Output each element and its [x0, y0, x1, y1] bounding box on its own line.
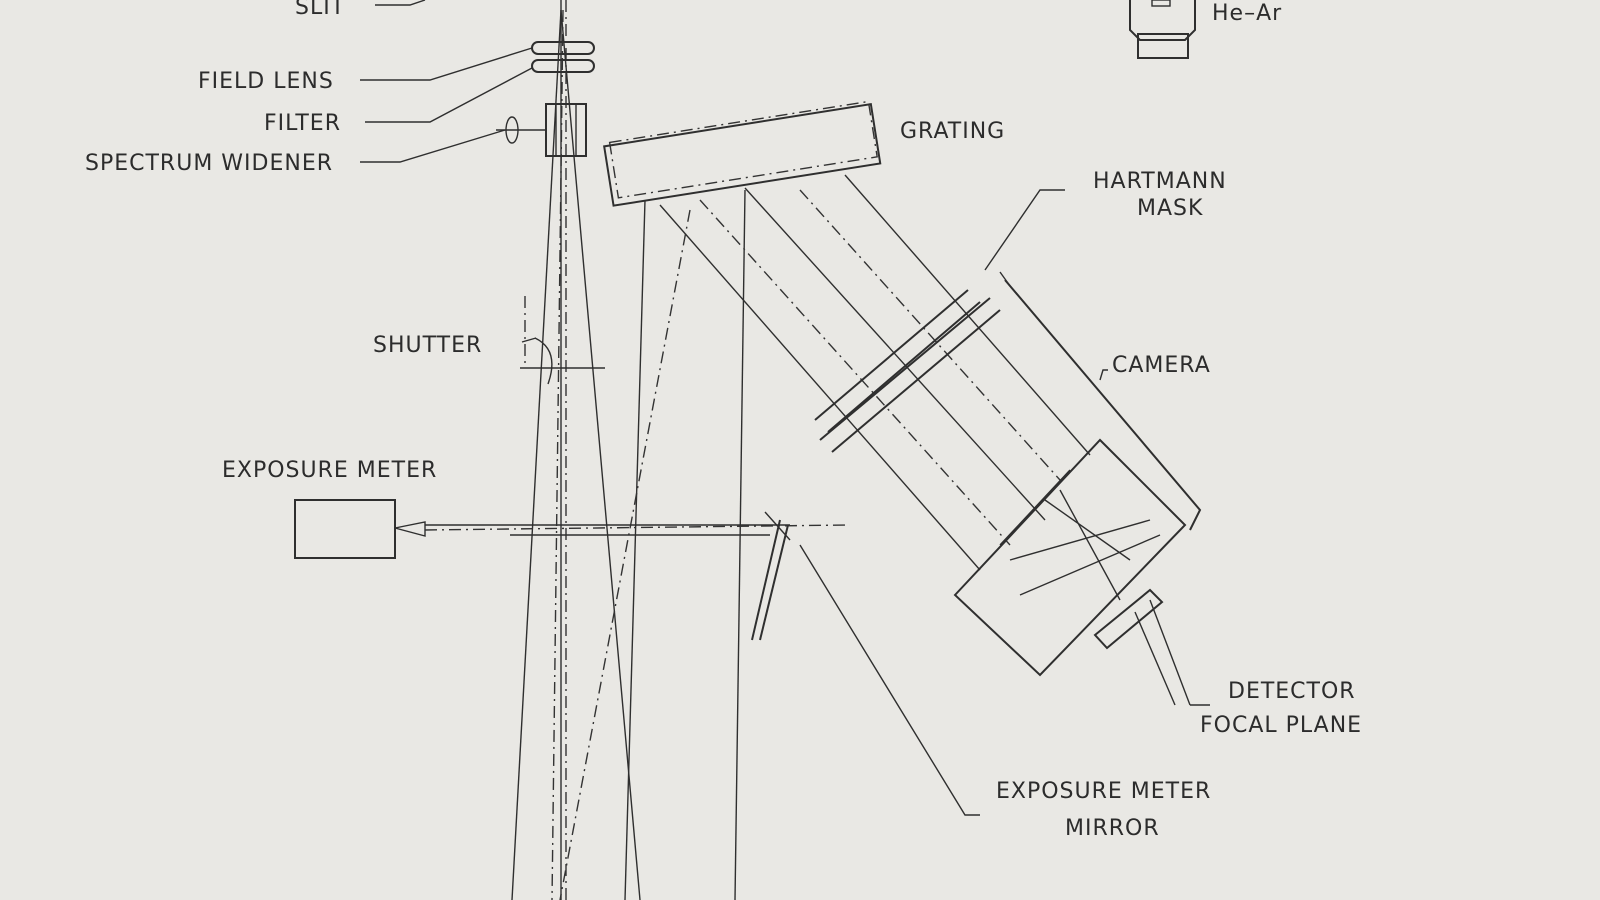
exposure-meter-label: EXPOSURE METER	[222, 458, 437, 483]
shutter-label: SHUTTER	[373, 333, 482, 358]
spectrum-widener-label: SPECTRUM WIDENER	[85, 151, 333, 176]
leader-lines	[360, 0, 1210, 816]
lamp-element	[1129, 0, 1196, 59]
field-lens-label: FIELD LENS	[198, 69, 334, 94]
dispersed-beams	[659, 174, 1091, 571]
detector-label: DETECTOR	[1228, 679, 1356, 704]
exposure-meter-mirror-label-line1: EXPOSURE METER	[996, 779, 1211, 804]
exposure-meter-mirror-label-line2: MIRROR	[1065, 816, 1160, 841]
camera-element	[953, 271, 1202, 677]
optical-axis	[560, 0, 567, 900]
hartmann-mask-label-line2: MASK	[1137, 196, 1203, 221]
grating-element	[603, 100, 882, 207]
camera-label: CAMERA	[1112, 353, 1211, 378]
lamp-label: He–Ar	[1212, 1, 1282, 26]
shutter-element	[520, 296, 605, 385]
collimator-beam	[511, 9, 746, 900]
exposure-meter-box	[294, 499, 426, 559]
field-lens	[531, 41, 595, 73]
exposure-meter-beam	[424, 511, 851, 641]
hartmann-mask-element	[814, 289, 1001, 453]
grating-label: GRATING	[900, 119, 1005, 144]
filter-label: FILTER	[264, 111, 341, 136]
focal-plane-label: FOCAL PLANE	[1200, 713, 1362, 738]
hartmann-mask-label-line1: HARTMANN	[1093, 169, 1227, 194]
slit-label: SLIT	[295, 0, 345, 20]
detector-element	[1093, 588, 1191, 706]
